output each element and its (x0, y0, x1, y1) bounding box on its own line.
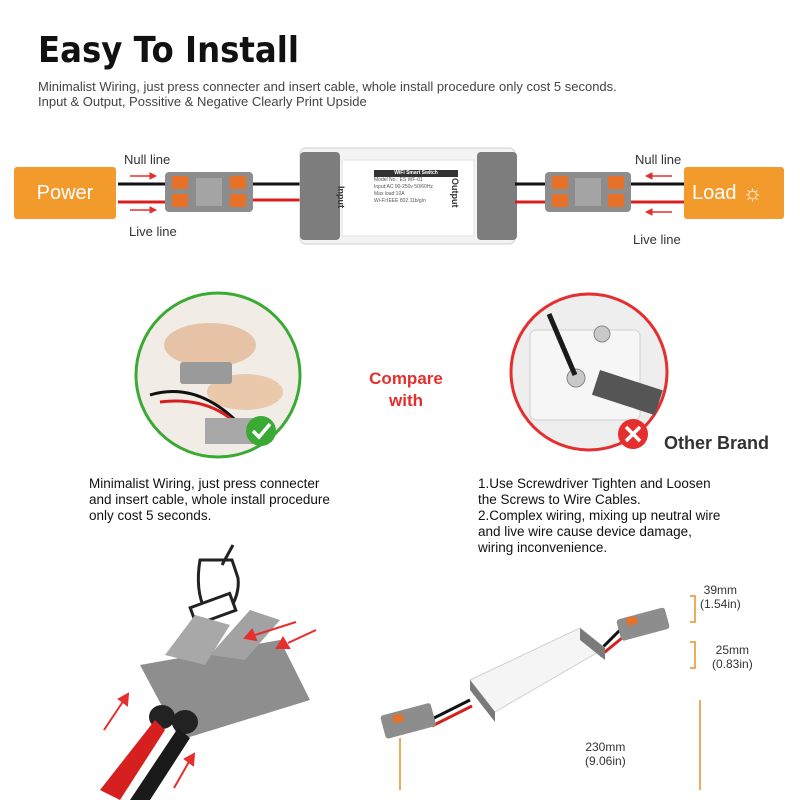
other-brand-label: Other Brand (664, 433, 770, 453)
subtitle-line-2: Input & Output, Possitive & Negative Cle… (38, 94, 367, 109)
load-box: Load ☼ (684, 167, 784, 219)
pointing-hand-icon (188, 544, 240, 627)
power-box: Power (14, 167, 116, 219)
correct-method-photo (134, 291, 302, 459)
device-input-text: Input (336, 186, 346, 208)
power-label: Power (36, 181, 94, 204)
right-connector (545, 172, 631, 212)
null-line-label-right: Null line (635, 152, 682, 167)
null-line-label-left: Null line (124, 152, 171, 167)
live-line-label-right: Live line (633, 232, 681, 247)
connector-closeup (100, 610, 310, 800)
dimension-230mm: 230mm (9.06in) (585, 740, 626, 768)
live-line-label-left: Live line (129, 224, 177, 239)
product-dimension-photo (380, 607, 670, 739)
dimension-lines (399, 595, 701, 790)
left-arrows (130, 172, 158, 214)
light-bulb-icon: ☼ (742, 180, 763, 205)
check-icon (246, 416, 276, 446)
dimension-25mm: 25mm (0.83in) (712, 643, 753, 671)
smart-switch-device (299, 147, 517, 245)
left-connector (165, 172, 253, 212)
device-spec-label: WiFi Smart Switch Model No.: ES WF-01 In… (374, 170, 458, 205)
right-wires (515, 182, 686, 204)
cross-icon (618, 419, 648, 449)
left-wires (118, 182, 302, 204)
dimension-39mm: 39mm (1.54in) (700, 583, 741, 611)
left-description: Minimalist Wiring, just press connecter … (89, 476, 330, 523)
page-title: Easy To Install (38, 30, 299, 71)
other-brand-photo (509, 292, 669, 452)
right-arrows (644, 172, 672, 216)
right-description: 1.Use Screwdriver Tighten and Loosen the… (478, 476, 721, 555)
insertion-arrows (103, 621, 317, 789)
subtitle-line-1: Minimalist Wiring, just press connecter … (38, 79, 617, 94)
load-label: Load (692, 181, 737, 204)
compare-label: Compare with (369, 369, 443, 410)
